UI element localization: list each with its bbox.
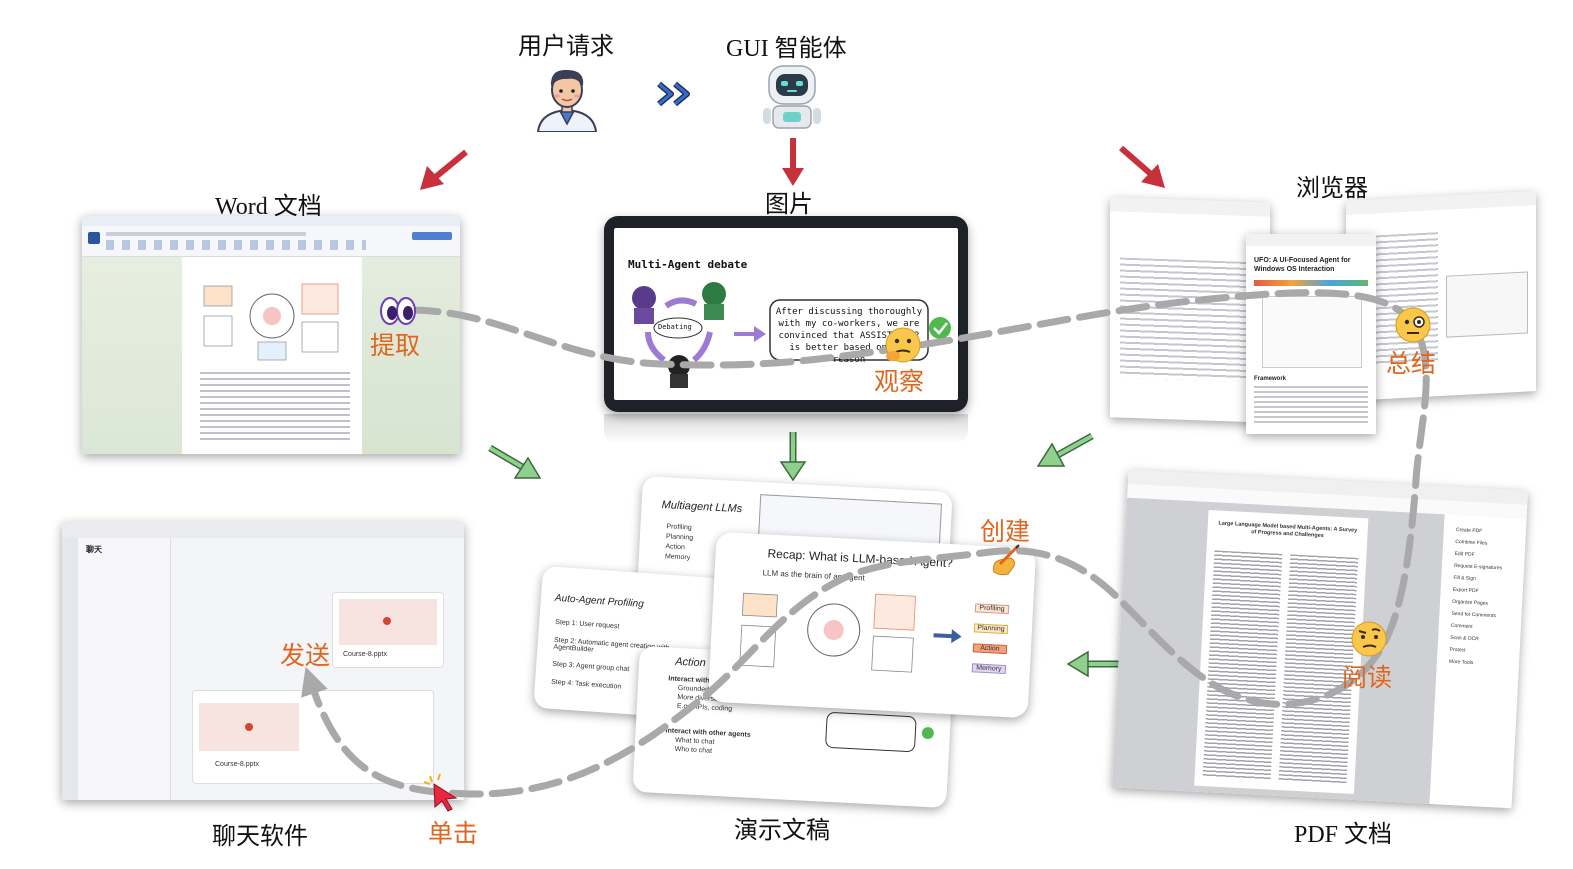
image-reflection xyxy=(604,414,968,444)
word-margin-right xyxy=(362,257,460,454)
action-read: 阅读 xyxy=(1342,663,1393,692)
word-title-bar xyxy=(82,216,460,226)
monocle-face-icon xyxy=(1394,306,1432,344)
word-body-text xyxy=(200,372,350,442)
double-chevron-icon xyxy=(655,80,701,108)
red-arrow-to-browser xyxy=(1119,145,1165,188)
chat-attachment-1[interactable]: Course-8.pptx xyxy=(343,651,387,658)
chat-pane-title: 聊天 xyxy=(86,545,102,554)
action-summarize: 总结 xyxy=(1386,349,1437,378)
red-arrow-to-image xyxy=(782,138,804,186)
user-request-label: 用户请求 xyxy=(518,32,614,60)
chat-app-window[interactable]: 聊天 Course-8.pptx Course-8.pptx xyxy=(62,522,464,800)
debate-speech-bubble: After discussing thoroughly with my co-w… xyxy=(775,307,923,365)
raised-eyebrow-face-icon xyxy=(1350,620,1388,658)
presentation-label: 演示文稿 xyxy=(734,816,830,844)
green-arrow-from-browser xyxy=(1036,432,1094,467)
framework-heading: Framework xyxy=(1254,376,1287,382)
cursor-click-icon xyxy=(422,772,462,812)
debate-title: Multi-Agent debate xyxy=(628,258,748,271)
chat-title-bar xyxy=(62,522,464,538)
word-doc-label: Word 文档 xyxy=(215,194,322,220)
chat-list-pane[interactable]: 聊天 xyxy=(78,538,171,800)
chat-app-label: 聊天软件 xyxy=(212,822,308,850)
chat-message-sent[interactable]: Course-8.pptx xyxy=(332,592,444,668)
thinking-face-icon xyxy=(884,326,922,364)
action-send: 发送 xyxy=(280,641,331,670)
debating-label: Debating xyxy=(658,323,692,331)
action-extract: 提取 xyxy=(370,331,421,360)
eyes-icon xyxy=(380,296,416,326)
pdf-doc-label: PDF 文档 xyxy=(1294,822,1393,848)
chat-attachment-2[interactable]: Course-8.pptx xyxy=(215,761,259,768)
image-label: 图片 xyxy=(765,190,813,218)
ufo-paper-title: UFO: A UI-Focused Agent for Windows OS I… xyxy=(1254,257,1351,273)
chat-app-rail[interactable] xyxy=(62,538,78,800)
browser-label: 浏览器 xyxy=(1296,174,1368,202)
user-avatar-icon xyxy=(532,64,602,132)
green-arrow-from-image xyxy=(779,432,807,482)
word-margin-left xyxy=(82,257,182,454)
word-ribbon[interactable] xyxy=(82,226,460,257)
green-arrow-from-pdf xyxy=(1066,650,1120,678)
action-create: 创建 xyxy=(980,517,1031,546)
green-arrow-from-word xyxy=(488,444,542,479)
action-click: 单击 xyxy=(428,819,479,848)
gui-agent-label: GUI 智能体 xyxy=(726,36,847,62)
red-arrow-to-word xyxy=(420,149,468,190)
word-document-window[interactable] xyxy=(82,216,460,454)
writing-hand-icon xyxy=(988,544,1022,578)
action-observe: 观察 xyxy=(874,367,925,396)
browser-window-center[interactable]: UFO: A UI-Focused Agent for Windows OS I… xyxy=(1246,234,1376,434)
robot-agent-icon xyxy=(761,62,823,132)
word-embedded-diagram xyxy=(202,276,342,366)
browser-window-stack[interactable]: UFO: A UI-Focused Agent for Windows OS I… xyxy=(1110,191,1538,436)
